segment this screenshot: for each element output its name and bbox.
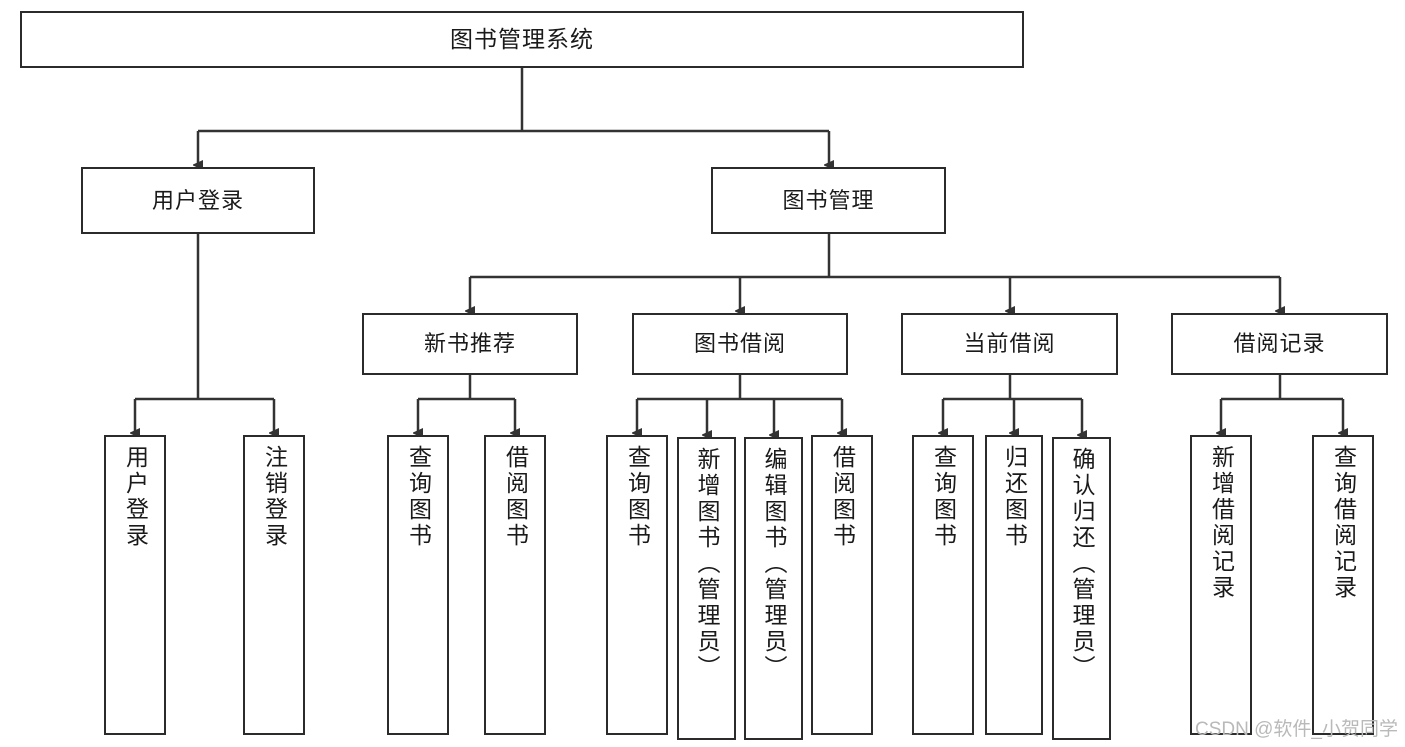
node-l-bw-borrow[interactable]: 借阅图书: [811, 435, 873, 735]
node-l-rc-query[interactable]: 查询借阅记录: [1312, 435, 1374, 735]
node-l-bw-query[interactable]: 查询图书: [606, 435, 668, 735]
node-label: 新书推荐: [423, 331, 516, 357]
node-l-nb-borrow[interactable]: 借阅图书: [484, 435, 546, 735]
node-label: 查询图书: [930, 445, 957, 549]
node-label: 查询借阅记录: [1330, 445, 1357, 601]
node-borrow[interactable]: 图书借阅: [632, 313, 848, 375]
node-bookmgmt[interactable]: 图书管理: [711, 167, 946, 234]
edge-group: [135, 68, 1343, 435]
node-root[interactable]: 图书管理系统: [20, 11, 1024, 68]
node-label: 借阅图书: [502, 445, 529, 549]
node-label: 编辑图书（管理员）: [761, 447, 787, 681]
node-label: 新增借阅记录: [1208, 445, 1235, 601]
node-l-cu-confirm[interactable]: 确认归还（管理员）: [1052, 437, 1111, 740]
node-label: 图书管理系统: [450, 26, 594, 53]
node-label: 图书管理: [782, 187, 875, 213]
node-records[interactable]: 借阅记录: [1171, 313, 1388, 375]
node-label: 归还图书: [1001, 445, 1028, 549]
node-l-nb-query[interactable]: 查询图书: [387, 435, 449, 735]
node-label: 图书借阅: [693, 331, 786, 357]
node-label: 借阅记录: [1233, 331, 1326, 357]
node-label: 查询图书: [405, 445, 432, 549]
node-label: 新增图书（管理员）: [694, 447, 720, 681]
node-label: 当前借阅: [963, 331, 1056, 357]
node-label: 借阅图书: [829, 445, 856, 549]
node-label: 用户登录: [151, 187, 244, 213]
node-l-bw-edit[interactable]: 编辑图书（管理员）: [744, 437, 803, 740]
node-l-rc-add[interactable]: 新增借阅记录: [1190, 435, 1252, 735]
node-l-bw-add[interactable]: 新增图书（管理员）: [677, 437, 736, 740]
node-label: 注销登录: [261, 445, 288, 549]
watermark: CSDN @软件_小贺同学: [1195, 719, 1398, 740]
node-l-cu-return[interactable]: 归还图书: [985, 435, 1043, 735]
node-label: 查询图书: [624, 445, 651, 549]
node-l-login[interactable]: 用户登录: [104, 435, 166, 735]
node-newbook[interactable]: 新书推荐: [362, 313, 578, 375]
node-current[interactable]: 当前借阅: [901, 313, 1118, 375]
node-label: 确认归还（管理员）: [1069, 447, 1095, 681]
node-l-logout[interactable]: 注销登录: [243, 435, 305, 735]
node-label: 用户登录: [122, 445, 149, 549]
node-l-cu-query[interactable]: 查询图书: [912, 435, 974, 735]
node-login[interactable]: 用户登录: [81, 167, 315, 234]
